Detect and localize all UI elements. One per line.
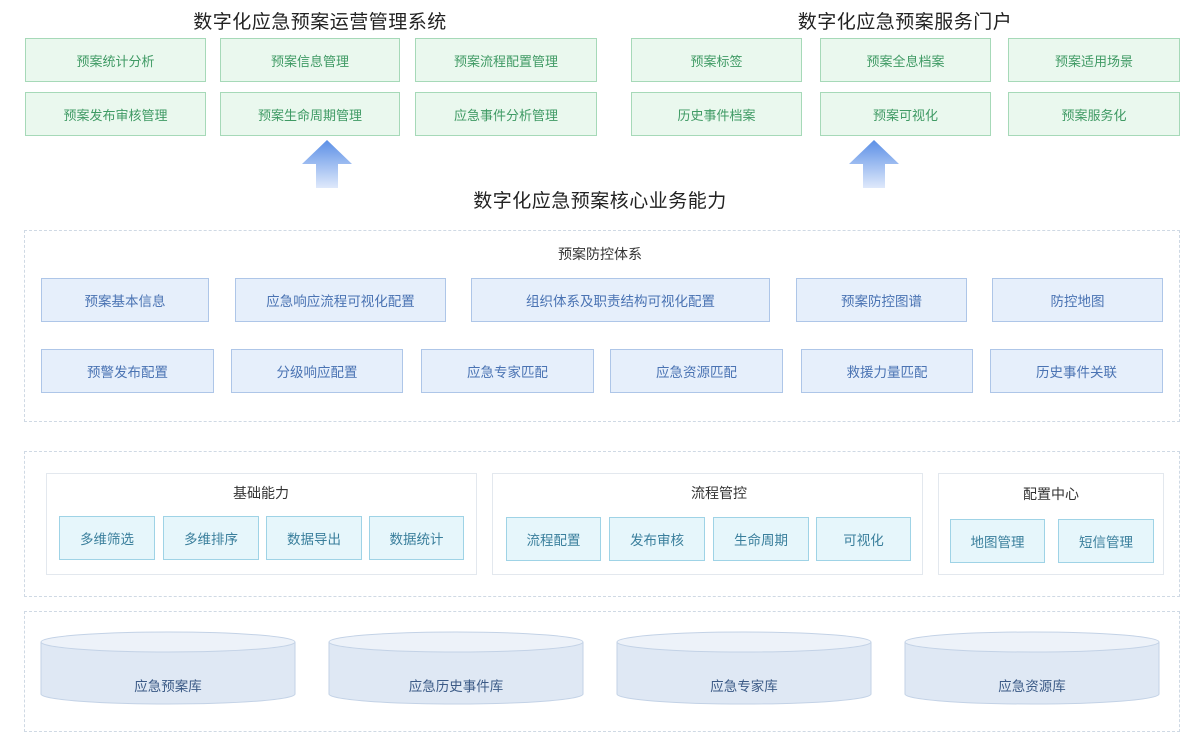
cap-multi-sort[interactable]: 多维排序	[163, 516, 259, 560]
ops-system-title: 数字化应急预案运营管理系统	[193, 11, 447, 33]
portal-item-4[interactable]: 历史事件档案	[631, 92, 802, 136]
core-item-graph[interactable]: 预案防控图谱	[796, 278, 967, 322]
database-panel	[24, 611, 1180, 732]
ops-item-6[interactable]: 应急事件分析管理	[415, 92, 597, 136]
ops-item-2[interactable]: 预案信息管理	[220, 38, 400, 82]
up-arrow-icon	[849, 140, 899, 188]
process-control-title: 流程管控	[691, 486, 747, 502]
core-item-warning[interactable]: 预警发布配置	[41, 349, 214, 393]
db-resource: 应急资源库	[998, 679, 1066, 695]
config-center-title: 配置中心	[1023, 487, 1079, 503]
core-item-rescue[interactable]: 救援力量匹配	[801, 349, 973, 393]
cap-map-manage[interactable]: 地图管理	[950, 519, 1045, 563]
portal-title: 数字化应急预案服务门户	[797, 11, 1013, 33]
db-expert: 应急专家库	[710, 679, 778, 695]
cap-data-export[interactable]: 数据导出	[266, 516, 362, 560]
portal-item-5[interactable]: 预案可视化	[820, 92, 991, 136]
portal-item-2[interactable]: 预案全息档案	[820, 38, 991, 82]
cap-publish-review[interactable]: 发布审核	[609, 517, 705, 561]
database-icon	[904, 631, 1160, 705]
core-item-grading[interactable]: 分级响应配置	[231, 349, 403, 393]
cap-multi-filter[interactable]: 多维筛选	[59, 516, 155, 560]
db-history-event: 应急历史事件库	[408, 679, 504, 695]
db-emergency-plan: 应急预案库	[134, 679, 202, 695]
prevention-system-title: 预案防控体系	[558, 247, 642, 263]
cap-visualization[interactable]: 可视化	[816, 517, 911, 561]
portal-item-3[interactable]: 预案适用场景	[1008, 38, 1180, 82]
portal-item-6[interactable]: 预案服务化	[1008, 92, 1180, 136]
core-item-history[interactable]: 历史事件关联	[990, 349, 1163, 393]
capabilities-panel	[24, 451, 1180, 597]
core-item-org-config[interactable]: 组织体系及职责结构可视化配置	[471, 278, 770, 322]
cap-flow-config[interactable]: 流程配置	[506, 517, 601, 561]
core-capability-title: 数字化应急预案核心业务能力	[473, 190, 727, 212]
up-arrow-icon	[302, 140, 352, 188]
ops-item-4[interactable]: 预案发布审核管理	[25, 92, 206, 136]
cap-lifecycle[interactable]: 生命周期	[713, 517, 809, 561]
portal-item-1[interactable]: 预案标签	[631, 38, 802, 82]
ops-item-1[interactable]: 预案统计分析	[25, 38, 206, 82]
database-icon	[616, 631, 872, 705]
core-item-resource[interactable]: 应急资源匹配	[610, 349, 783, 393]
core-item-flow-config[interactable]: 应急响应流程可视化配置	[235, 278, 446, 322]
ops-item-5[interactable]: 预案生命周期管理	[220, 92, 400, 136]
basic-capability-title: 基础能力	[233, 486, 289, 502]
core-item-basic-info[interactable]: 预案基本信息	[41, 278, 209, 322]
cap-sms-manage[interactable]: 短信管理	[1058, 519, 1154, 563]
database-icon	[328, 631, 584, 705]
ops-item-3[interactable]: 预案流程配置管理	[415, 38, 597, 82]
core-item-map[interactable]: 防控地图	[992, 278, 1163, 322]
database-icon	[40, 631, 296, 705]
core-item-expert[interactable]: 应急专家匹配	[421, 349, 594, 393]
cap-data-stats[interactable]: 数据统计	[369, 516, 464, 560]
prevention-system-panel	[24, 230, 1180, 422]
